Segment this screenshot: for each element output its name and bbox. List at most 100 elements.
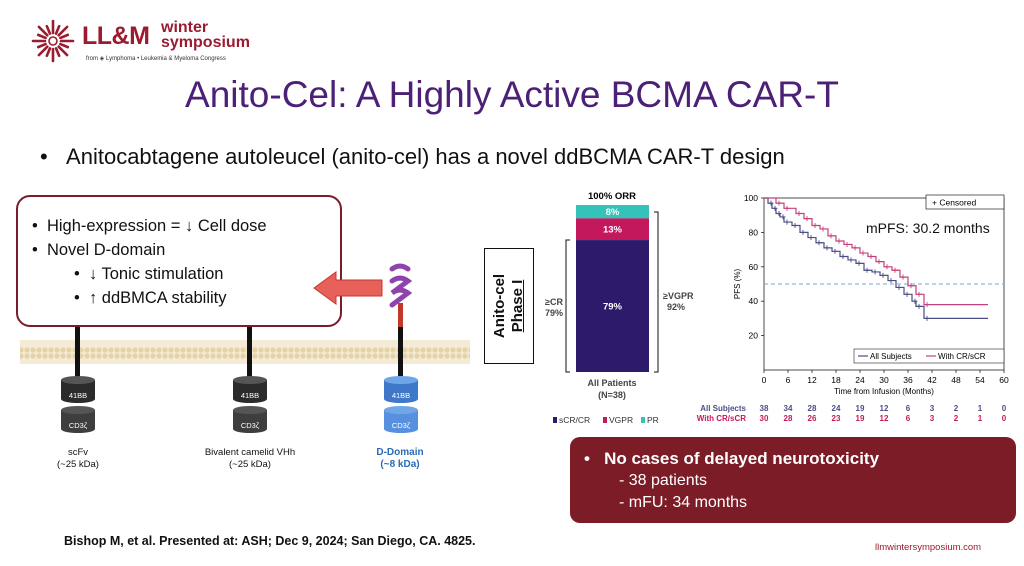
x-tick-label: 0	[762, 375, 767, 385]
y-tick-label: 80	[749, 227, 759, 237]
domain-cylinder	[233, 410, 267, 429]
x-tick-label: 36	[903, 375, 913, 385]
censor-mark	[772, 205, 778, 211]
at-risk-value: 24	[832, 404, 841, 413]
x-label-2: (N=38)	[598, 390, 626, 400]
cr-label-2: 79%	[545, 308, 563, 318]
x-axis-label: Time from Infusion (Months)	[834, 387, 934, 396]
legend-label: VGPR	[609, 415, 633, 425]
main-bullet: • Anitocabtagene autoleucel (anito-cel) …	[40, 144, 785, 170]
cr-brace	[565, 239, 570, 373]
at-risk-value: 12	[880, 404, 889, 413]
km-curve-cr-scr	[764, 197, 988, 306]
censor-mark	[852, 245, 858, 251]
cylinder-bottom	[233, 395, 267, 403]
at-risk-value: 1	[978, 404, 983, 413]
bar-label: 79%	[603, 302, 623, 313]
at-risk-value: 28	[808, 404, 817, 413]
x-tick-label: 42	[927, 375, 937, 385]
callout-bullet-2: • Novel D-domain	[32, 241, 166, 259]
phase-label-line1: Anito-cel	[491, 273, 508, 339]
censor-mark	[916, 291, 922, 297]
censor-mark	[896, 284, 902, 290]
at-risk-value: 3	[930, 404, 935, 413]
domain-41bb-1: 41BB	[68, 391, 88, 400]
callout-sub-2: • ↑ ddBMCA stability	[74, 289, 227, 307]
at-risk-value: 2	[954, 414, 959, 423]
footer-url[interactable]: llmwintersymposium.com	[875, 542, 982, 553]
domain-cylinder	[384, 380, 418, 399]
domain-cd3z-1: CD3ζ	[68, 421, 88, 430]
bar-label: 13%	[603, 225, 623, 236]
censor-mark	[844, 241, 850, 247]
legend-label: PR	[647, 415, 659, 425]
neurotox-line2: - mFU: 34 months	[619, 494, 748, 511]
domain-cylinder	[233, 380, 267, 399]
at-risk-value: 23	[832, 414, 841, 423]
logo-line1: winter	[161, 19, 209, 36]
cylinder-top	[61, 406, 95, 414]
x-tick-label: 24	[855, 375, 865, 385]
censor-mark	[904, 291, 910, 297]
cylinder-top	[61, 376, 95, 384]
neurotox-box: • No cases of delayed neurotoxicity - 38…	[570, 437, 1016, 523]
censor-mark	[908, 283, 914, 289]
response-bar-chart: 100% ORR 8%13%79% ≥CR 79% ≥VGPR 92% All …	[545, 191, 694, 425]
censor-mark	[872, 269, 878, 275]
construct-size-vhh: (~25 kDa)	[229, 459, 271, 470]
domain-41bb-3: 41BB	[391, 391, 411, 400]
y-tick-label: 100	[744, 193, 758, 203]
censor-mark	[832, 248, 838, 254]
censor-mark	[840, 253, 846, 259]
vgpr-label-2: 92%	[667, 302, 685, 312]
mpfs-annotation: mPFS: 30.2 months	[866, 220, 990, 236]
legend-swatch	[641, 417, 645, 423]
censor-mark	[848, 257, 854, 263]
vgpr-brace	[654, 211, 659, 373]
at-risk-value: 19	[856, 404, 865, 413]
at-risk-row-label: With CR/sCR	[697, 414, 746, 423]
censor-mark	[924, 302, 930, 308]
legend-swatch	[553, 417, 557, 423]
censor-mark	[876, 259, 882, 265]
censor-mark	[880, 272, 886, 278]
logo-ray	[57, 25, 69, 37]
logo-ray	[54, 24, 61, 35]
x-tick-label: 54	[975, 375, 985, 385]
legend-label: With CR/sCR	[938, 352, 986, 361]
construct-name-vhh: Bivalent camelid VHh	[204, 447, 296, 458]
at-risk-value: 19	[856, 414, 865, 423]
feature-callout: • High-expression = ↓ Cell dose • Novel …	[16, 195, 342, 327]
domain-cd3z-2: CD3ζ	[240, 421, 260, 430]
at-risk-value: 0	[1002, 404, 1007, 413]
transmembrane-stalk	[247, 325, 252, 385]
bar-segment-pr	[576, 205, 649, 219]
censor-mark	[824, 245, 830, 251]
censor-mark	[780, 214, 786, 220]
censor-mark	[804, 216, 810, 222]
censor-mark	[816, 240, 822, 246]
hinge	[398, 303, 403, 327]
censor-mark	[768, 200, 774, 206]
at-risk-value: 2	[954, 404, 959, 413]
neurotox-title: • No cases of delayed neurotoxicity	[584, 449, 880, 468]
transmembrane-stalk	[398, 325, 403, 385]
phase-label-box: Anito-cel Phase I	[484, 248, 534, 364]
censor-mark	[892, 267, 898, 273]
censor-mark	[800, 229, 806, 235]
transmembrane-stalk	[75, 325, 80, 385]
censored-legend-label: + Censored	[932, 198, 976, 208]
censor-mark	[836, 238, 842, 244]
logo-ray	[45, 24, 52, 35]
logo: LL&M winter symposium from ◈ Lymphoma • …	[30, 14, 280, 70]
callout-bullet-1: • High-expression = ↓ Cell dose	[32, 217, 267, 235]
at-risk-value: 12	[880, 414, 889, 423]
x-tick-label: 18	[831, 375, 841, 385]
neurotox-line1: - 38 patients	[619, 472, 708, 489]
bar-segment-vgpr	[576, 218, 649, 241]
at-risk-value: 26	[808, 414, 817, 423]
cylinder-top	[384, 376, 418, 384]
slide-title: Anito-Cel: A Highly Active BCMA CAR-T	[185, 74, 839, 115]
censor-mark	[856, 260, 862, 266]
